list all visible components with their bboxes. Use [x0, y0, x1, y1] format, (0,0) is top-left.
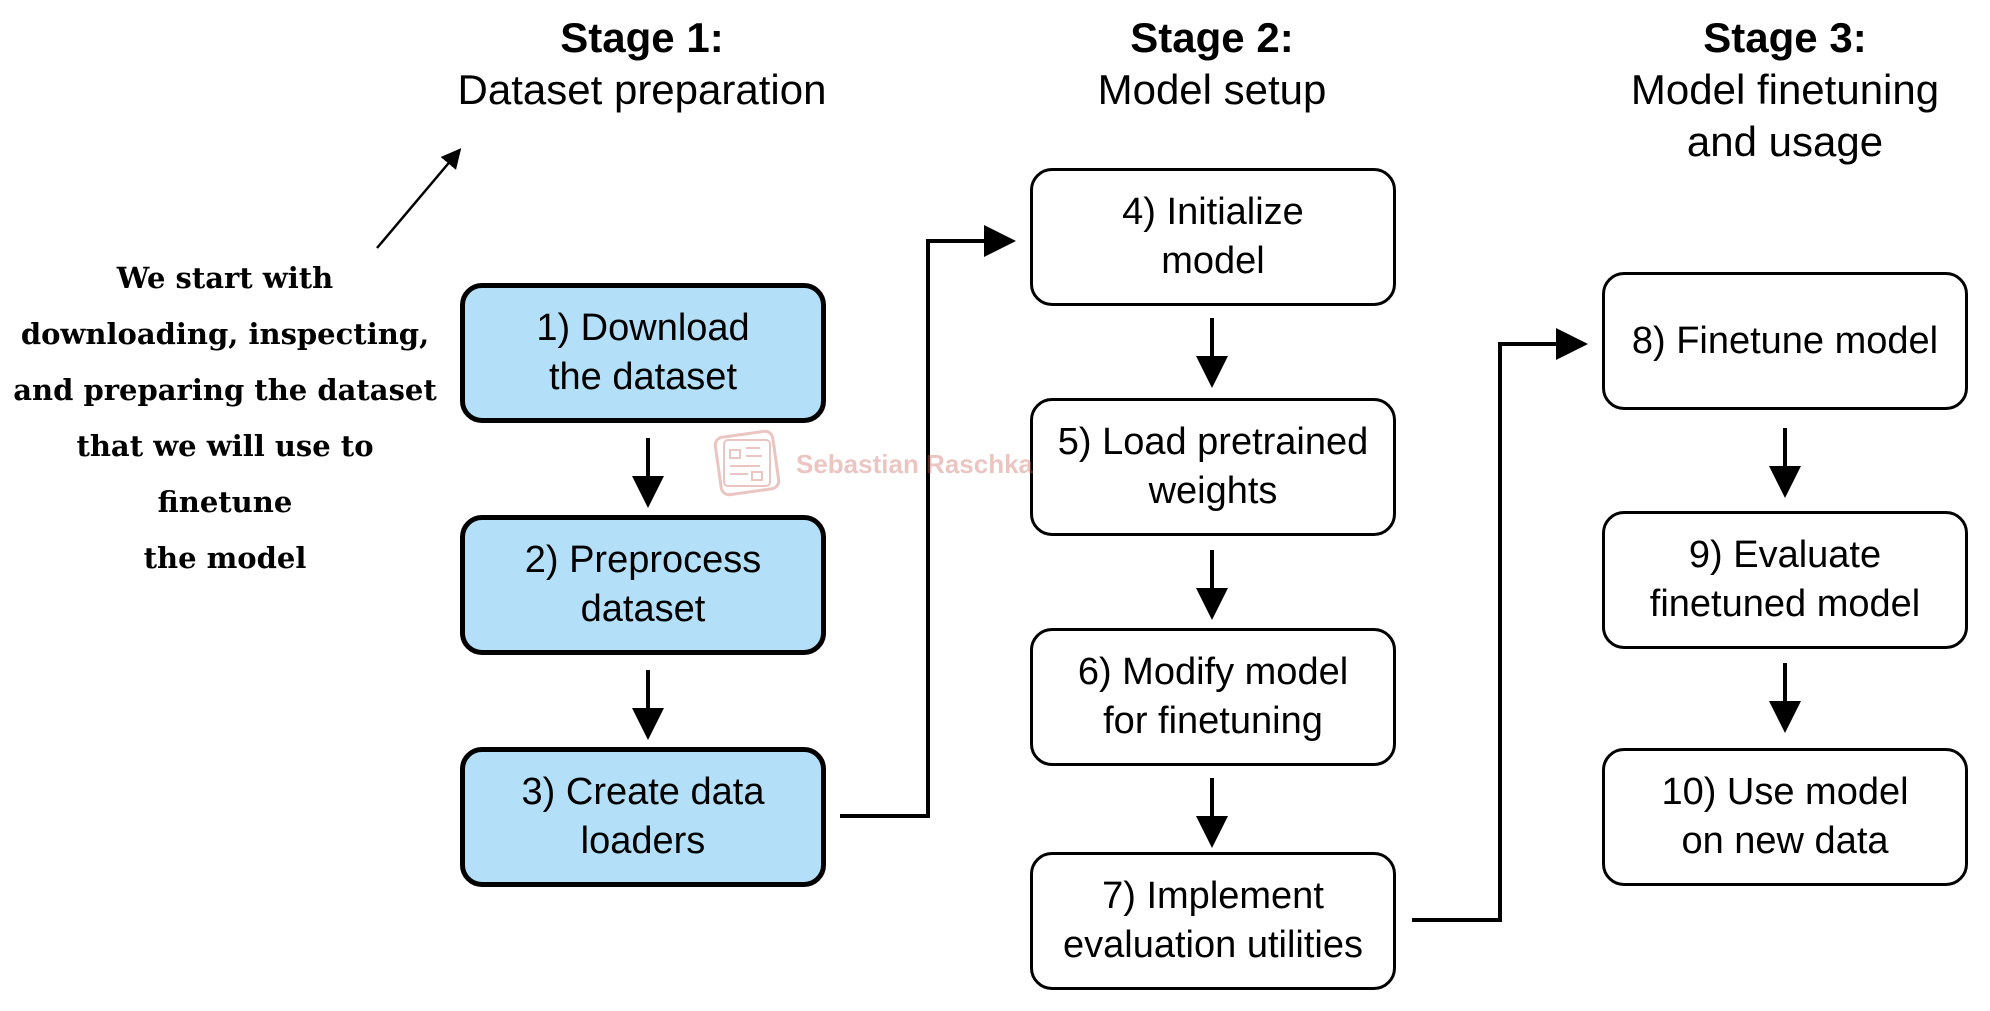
stage-3-title: Stage 3:	[1703, 14, 1867, 61]
watermark-text: Sebastian Raschka	[796, 448, 1034, 479]
arrow-step7-to-step8	[1412, 328, 1588, 922]
step-9-label: 9) Evaluate finetuned model	[1649, 534, 1921, 625]
step-4-box: 4) Initialize model	[1030, 168, 1396, 306]
note-pointer-arrow	[376, 148, 462, 249]
step-2-box: 2) Preprocess dataset	[460, 515, 826, 655]
stage-3-subtitle: Model finetuning and usage	[1630, 66, 1940, 165]
stage-1-title: Stage 1:	[560, 14, 724, 61]
stage-2-title: Stage 2:	[1130, 14, 1294, 61]
step-7-box: 7) Implement evaluation utilities	[1030, 852, 1396, 990]
step-3-box: 3) Create data loaders	[460, 747, 826, 887]
watermark-logo-icon	[713, 429, 781, 497]
step-1-box: 1) Download the dataset	[460, 283, 826, 423]
step-10-box: 10) Use model on new data	[1602, 748, 1968, 886]
stage-1-subtitle: Dataset preparation	[457, 66, 827, 113]
step-8-box: 8) Finetune model	[1602, 272, 1968, 410]
step-5-box: 5) Load pretrained weights	[1030, 398, 1396, 536]
stage-3-header: Stage 3: Model finetuning and usage	[1600, 12, 1970, 168]
step-6-label: 6) Modify model for finetuning	[1077, 651, 1349, 742]
step-3-label: 3) Create data loaders	[521, 771, 765, 862]
step-10-label: 10) Use model on new data	[1661, 771, 1909, 862]
step-5-label: 5) Load pretrained weights	[1057, 421, 1369, 512]
watermark: Sebastian Raschka	[708, 428, 1033, 500]
step-7-label: 7) Implement evaluation utilities	[1063, 875, 1363, 966]
step-4-label: 4) Initialize model	[1122, 191, 1304, 282]
step-8-label: 8) Finetune model	[1631, 319, 1939, 362]
step-9-box: 9) Evaluate finetuned model	[1602, 511, 1968, 649]
stage-1-header: Stage 1: Dataset preparation	[442, 12, 842, 116]
stage-2-header: Stage 2: Model setup	[1042, 12, 1382, 116]
step-1-label: 1) Download the dataset	[536, 307, 750, 398]
arrow-step3-to-step4	[840, 225, 1016, 818]
stage-2-subtitle: Model setup	[1097, 66, 1327, 113]
intro-note: We start with downloading, inspecting, a…	[13, 261, 437, 575]
step-2-label: 2) Preprocess dataset	[524, 539, 762, 630]
step-6-box: 6) Modify model for finetuning	[1030, 628, 1396, 766]
